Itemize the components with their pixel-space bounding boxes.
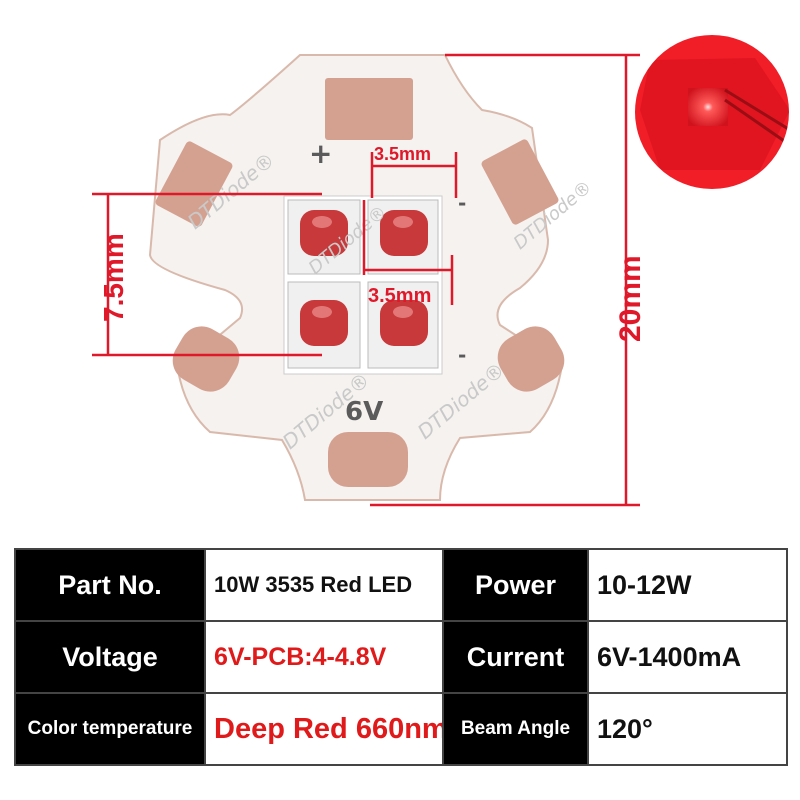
spec-row-part: Part No. 10W 3535 Red LED Power 10-12W [14,548,788,622]
led-chip-top-left [287,199,361,275]
part-no-label: Part No. [14,548,206,622]
spec-row-color: Color temperature Deep Red 660nm Beam An… [14,692,788,766]
minus-marking-top: - [458,191,466,215]
dimension-label-top: 3.5mm [374,144,431,164]
pad-lower-right [497,326,565,392]
voltage-label: Voltage [14,620,206,694]
dimension-label-height: 7.5mm [98,233,129,322]
current-value: 6V-1400mA [587,620,788,694]
pad-bottom [328,432,408,487]
dimension-top-spacing [370,152,458,198]
dimension-label-diameter: 20mm [614,255,647,342]
spec-row-voltage: Voltage 6V-PCB:4-4.8V Current 6V-1400mA [14,620,788,694]
voltage-silk-mark: 6V [345,397,383,427]
led-chip-top-right [367,199,439,275]
beam-angle-label: Beam Angle [442,692,589,766]
copper-pads [155,78,565,487]
power-value: 10-12W [587,548,788,622]
pad-top [325,78,413,140]
beam-angle-value: 120° [587,692,788,766]
power-label: Power [442,548,589,622]
led-chip-bottom-left [287,281,361,369]
pad-lower-left [172,326,240,392]
plus-marking: + [309,137,332,170]
led-product-diagram: + - - 6V DTDiode® DTDiode® DTDiode® DTDi… [92,33,791,507]
led-chip-bottom-right [367,281,439,369]
dimension-left-height [92,192,322,357]
dimension-mid-spacing [362,200,454,305]
minus-marking-bottom: - [458,343,466,367]
color-temperature-value: Deep Red 660nm [204,692,444,766]
voltage-value: 6V-PCB:4-4.8V [204,620,444,694]
dimension-label-mid: 3.5mm [368,285,431,307]
pad-upper-left [155,141,233,227]
lit-led-inset-photo [633,33,791,191]
pad-upper-right [481,139,559,225]
specifications-table: Part No. 10W 3535 Red LED Power 10-12W V… [14,548,788,766]
dimension-right-diameter [370,53,640,507]
color-temperature-label: Color temperature [14,692,206,766]
part-no-value: 10W 3535 Red LED [204,548,444,622]
current-label: Current [442,620,589,694]
